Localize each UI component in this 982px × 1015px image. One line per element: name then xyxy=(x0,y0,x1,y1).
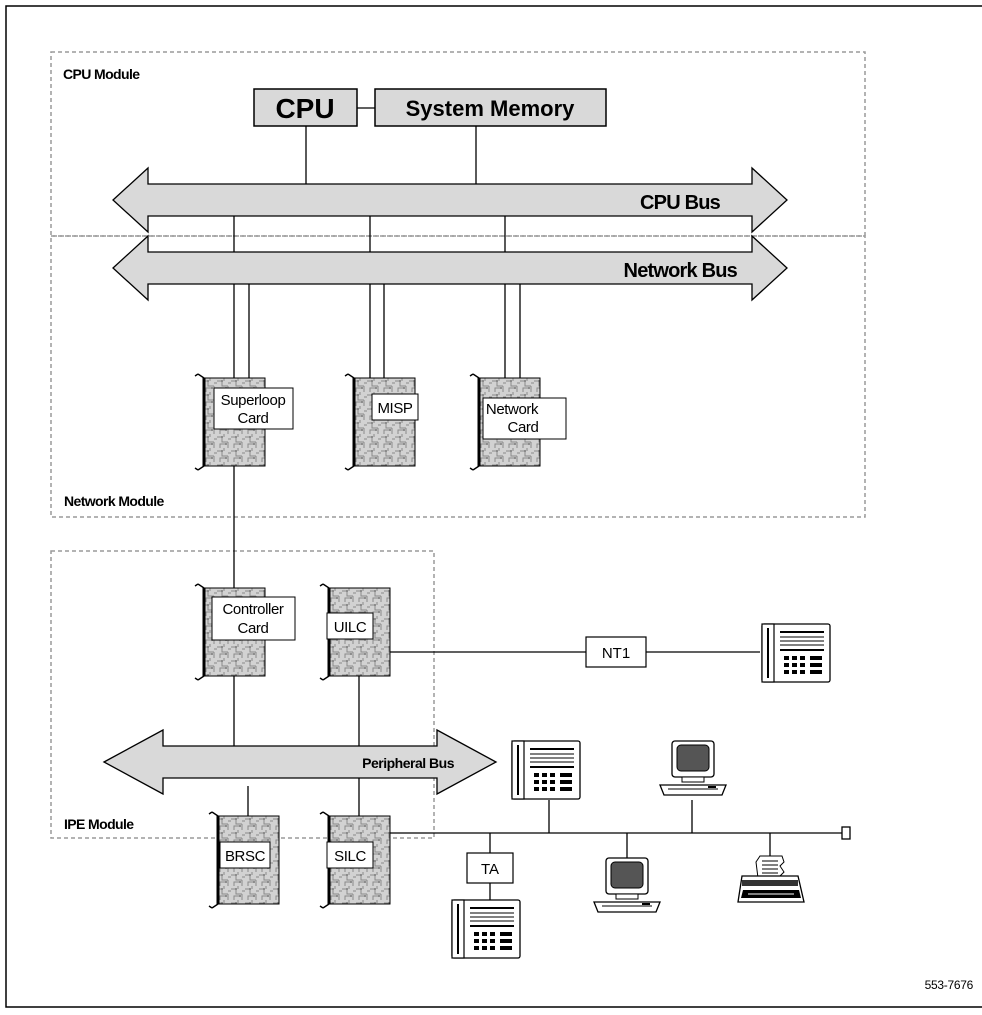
uilc-card: UILC xyxy=(318,582,392,682)
svg-text:Network: Network xyxy=(486,401,539,418)
connector-lines xyxy=(233,107,842,900)
svg-text:Card: Card xyxy=(508,419,539,436)
telephone-icon xyxy=(511,740,581,800)
nt1-box: NT1 xyxy=(585,636,647,668)
network-bus: Network Bus xyxy=(112,234,788,302)
cpu-box: CPU xyxy=(253,88,358,127)
svg-text:CPU Bus: CPU Bus xyxy=(640,192,721,214)
peripheral-bus: Peripheral Bus xyxy=(102,728,498,796)
svg-text:System Memory: System Memory xyxy=(406,96,576,121)
figure-id: 553-7676 xyxy=(925,978,974,992)
brsc-card: BRSC xyxy=(207,810,281,910)
printer-icon xyxy=(737,855,805,903)
ipe-module-label: IPE Module xyxy=(64,816,134,832)
svg-text:Network Bus: Network Bus xyxy=(624,260,738,282)
telephone-icon xyxy=(451,899,521,959)
svg-text:Peripheral Bus: Peripheral Bus xyxy=(362,755,455,771)
svg-text:MISP: MISP xyxy=(377,400,412,417)
svg-text:Card: Card xyxy=(238,620,269,637)
svg-text:UILC: UILC xyxy=(334,619,367,636)
computer-icon xyxy=(659,740,727,796)
misp-card: MISP xyxy=(343,372,419,472)
network-card: Network Card xyxy=(468,372,567,472)
svg-text:Superloop: Superloop xyxy=(221,392,286,409)
svg-text:BRSC: BRSC xyxy=(225,848,266,865)
cpu-bus: CPU Bus xyxy=(112,166,788,234)
network-module-outline xyxy=(50,235,866,518)
svg-text:TA: TA xyxy=(481,861,499,878)
telephone-icon xyxy=(761,623,831,683)
svg-text:SILC: SILC xyxy=(334,848,366,865)
cpu-module-label: CPU Module xyxy=(63,66,140,82)
system-memory-box: System Memory xyxy=(374,88,607,127)
controller-card: Controller Card xyxy=(193,582,296,682)
outer-frame xyxy=(5,5,982,1008)
silc-card: SILC xyxy=(318,810,392,910)
network-module-label: Network Module xyxy=(64,493,165,509)
bus-terminator xyxy=(841,826,851,840)
svg-text:Card: Card xyxy=(238,410,269,427)
svg-text:CPU: CPU xyxy=(275,93,334,124)
svg-text:Controller: Controller xyxy=(222,601,283,618)
computer-icon xyxy=(593,857,661,913)
superloop-card: Superloop Card xyxy=(193,372,294,472)
cpu-module-outline xyxy=(50,51,866,237)
ta-box: TA xyxy=(466,852,514,884)
svg-text:NT1: NT1 xyxy=(602,645,630,662)
